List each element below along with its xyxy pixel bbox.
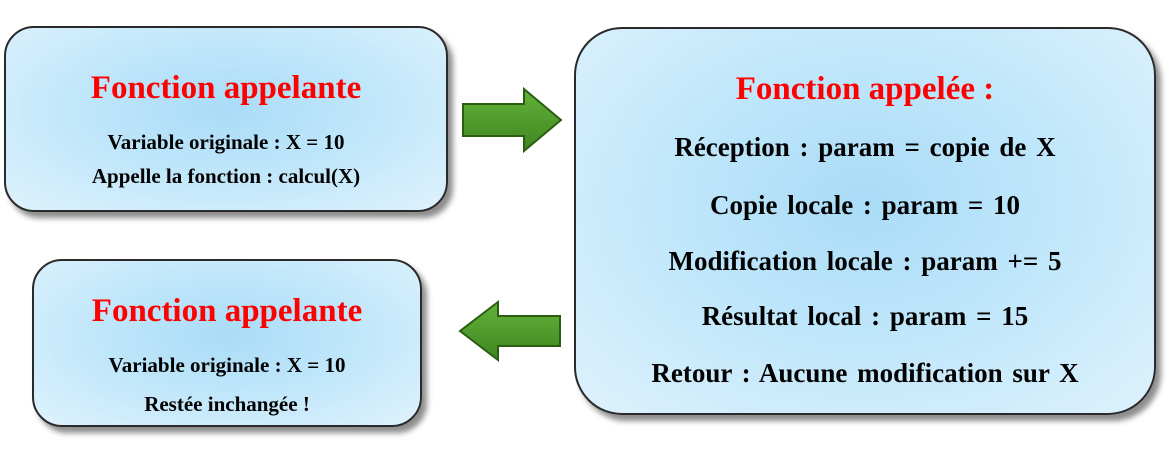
caller-after-box: Fonction appelante Variable originale : … (32, 259, 422, 427)
caller-after-box-line-unchanged: Restée inchangée ! (144, 392, 310, 416)
caller-after-box-line-variable: Variable originale : X = 10 (108, 353, 346, 377)
arrow-left-icon (458, 299, 561, 363)
called-box-title: Fonction appelée : (735, 71, 995, 107)
called-box-line-reception: Réception : param = copie de X (674, 132, 1056, 162)
arrow-right-icon (462, 86, 563, 154)
called-box-line-modification: Modification locale : param += 5 (668, 246, 1062, 276)
called-box: Fonction appelée : Réception : param = c… (574, 27, 1156, 415)
called-box-line-return: Retour : Aucune modification sur X (651, 358, 1079, 388)
called-box-line-copy: Copie locale : param = 10 (709, 190, 1021, 220)
caller-box: Fonction appelante Variable originale : … (4, 26, 448, 212)
caller-box-line-variable: Variable originale : X = 10 (107, 130, 345, 154)
called-box-line-result: Résultat local : param = 15 (701, 301, 1029, 331)
caller-box-line-call: Appelle la fonction : calcul(X) (91, 164, 361, 188)
caller-after-box-title: Fonction appelante (91, 293, 363, 329)
caller-box-title: Fonction appelante (90, 70, 362, 106)
